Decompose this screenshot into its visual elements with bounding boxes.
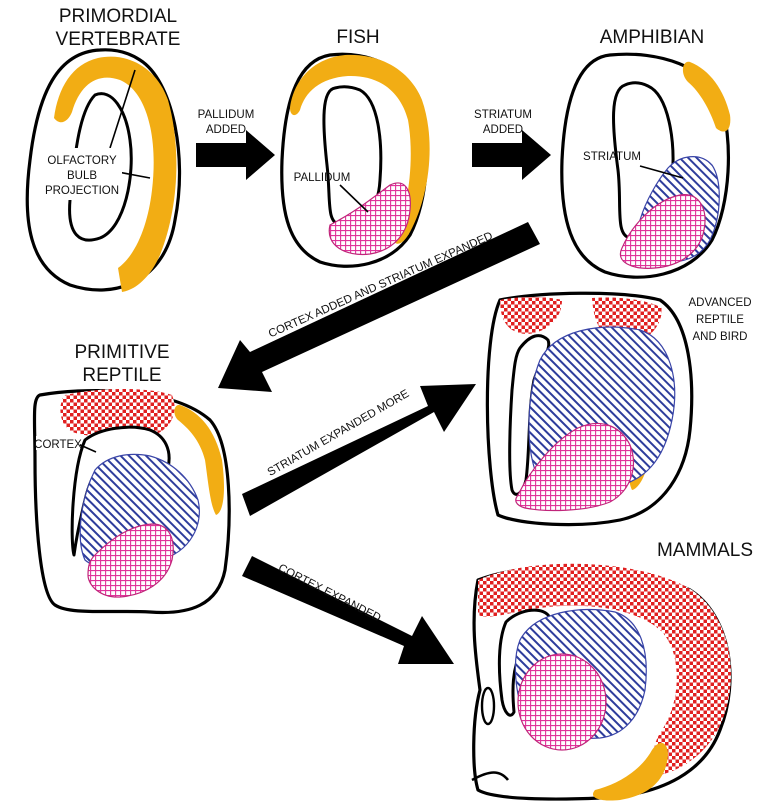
cortex-label: CORTEX <box>34 439 82 451</box>
arrow1-label-line1: PALLIDUM <box>198 109 255 121</box>
advanced-title-line3: AND BIRD <box>693 331 748 343</box>
primitive-reptile-brain: PRIMITIVE REPTILE CORTEX <box>34 342 229 613</box>
olfactory-label-line1: OLFACTORY <box>47 155 117 167</box>
pallidum-label: PALLIDUM <box>294 172 351 184</box>
olfactory-label-line2: BULB <box>67 170 97 182</box>
striatum-label: STRIATUM <box>583 151 641 163</box>
advanced-title-line2: REPTILE <box>696 314 744 326</box>
arrow4-shape <box>242 384 476 516</box>
arrow2-shape <box>472 130 551 180</box>
arrow1-shape <box>196 130 275 180</box>
arrow-striatum-added: STRIATUM ADDED <box>472 109 551 180</box>
arrow5-shape <box>242 556 454 664</box>
arrow2-label-line2: ADDED <box>483 124 523 136</box>
olfactory-label-line3: PROJECTION <box>45 185 119 197</box>
primordial-title-line2: VERTEBRATE <box>56 29 181 50</box>
advanced-reptile-bird-brain: ADVANCED REPTILE AND BIRD <box>487 293 751 524</box>
arrow-cortex-expanded: CORTEX EXPANDED <box>242 556 454 664</box>
mammals-title: MAMMALS <box>657 540 753 561</box>
amphibian-title: AMPHIBIAN <box>600 27 705 48</box>
primitive-title-line2: REPTILE <box>82 365 161 386</box>
arrow2-label-line1: STRIATUM <box>474 109 532 121</box>
mammal-small-ventricle <box>482 688 494 724</box>
arrow-pallidum-added: PALLIDUM ADDED <box>196 109 275 180</box>
amphibian-brain: AMPHIBIAN STRIATUM <box>562 27 731 277</box>
primitive-title-line1: PRIMITIVE <box>74 342 169 363</box>
fish-title: FISH <box>336 27 379 48</box>
fish-brain: FISH PALLIDUM <box>282 27 430 266</box>
primordial-title-line1: PRIMORDIAL <box>59 6 177 27</box>
primordial-vertebrate-brain: PRIMORDIAL VERTEBRATE OLFACTORY BULB PRO… <box>27 6 180 292</box>
arrow1-label-line2: ADDED <box>206 124 246 136</box>
advanced-title-line1: ADVANCED <box>688 297 751 309</box>
arrow-striatum-expanded-more: STRIATUM EXPANDED MORE <box>242 384 476 516</box>
mammal-brain: MAMMALS <box>472 540 753 801</box>
